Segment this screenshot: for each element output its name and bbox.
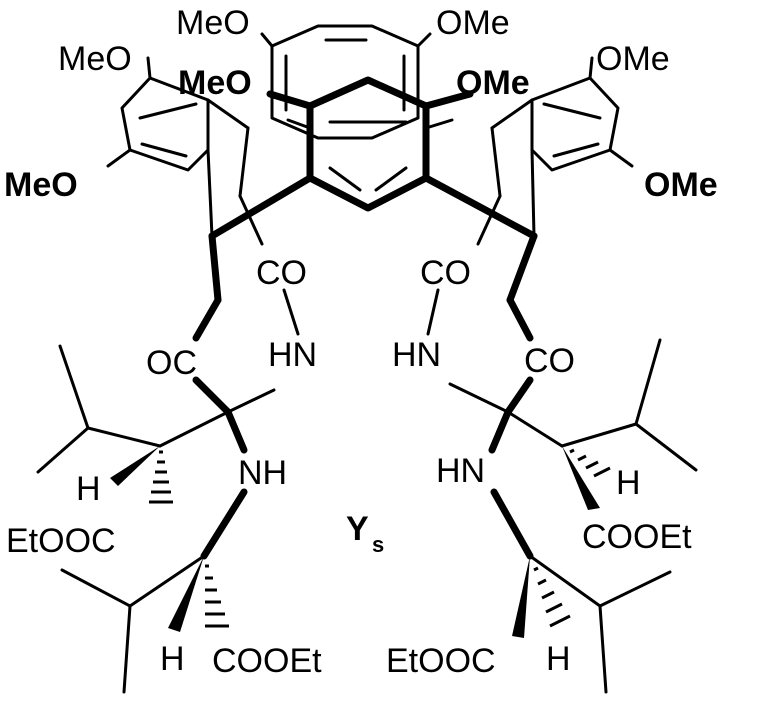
compound-label-sub: s xyxy=(372,532,384,557)
label-co-right-lower: CO xyxy=(524,342,575,380)
label-meo-bold-left: MeO xyxy=(178,64,252,102)
label-cooet-right: COOEt xyxy=(582,518,692,556)
label-etooc-left: EtOOC xyxy=(6,522,116,560)
bold-center-ring xyxy=(306,76,430,212)
label-co-right: CO xyxy=(420,254,471,292)
atom-labels: MeO OMe MeO MeO OMe OMe MeO OMe CO CO OC… xyxy=(4,4,718,680)
label-hn-right: HN xyxy=(392,336,441,374)
label-meo-left-bold: MeO xyxy=(4,166,78,204)
label-etooc-bottom: EtOOC xyxy=(386,642,496,680)
left-chain xyxy=(36,232,300,694)
label-ome-right-bold: OMe xyxy=(644,166,718,204)
right-hash-1 xyxy=(569,448,611,478)
label-ome-right-upper: OMe xyxy=(596,40,670,78)
label-h-right: H xyxy=(616,464,641,502)
label-co-left: CO xyxy=(256,254,307,292)
label-h-left: H xyxy=(76,470,101,508)
label-hn-left: HN xyxy=(268,336,317,374)
label-ome-bold-right: OMe xyxy=(456,64,530,102)
label-hn-right-lower: HN xyxy=(436,452,485,490)
core-bonds xyxy=(206,90,538,246)
label-h-bottom-right: H xyxy=(546,640,571,678)
right-chain xyxy=(426,232,698,694)
label-meo-top-left: MeO xyxy=(176,4,250,42)
label-meo-left-upper: MeO xyxy=(58,40,132,78)
top-back-ring xyxy=(260,24,432,140)
label-oc-left: OC xyxy=(146,344,197,382)
left-hash-1 xyxy=(149,450,173,504)
label-h-bottom-left: H xyxy=(160,640,185,678)
label-ome-top-right: OMe xyxy=(436,4,510,42)
compound-label-main: Y xyxy=(346,510,369,548)
label-nh-left: NH xyxy=(238,454,287,492)
right-hash-2 xyxy=(533,566,571,628)
left-hash-2 xyxy=(205,564,229,628)
label-cooet-bottom: COOEt xyxy=(212,642,322,680)
compound-label: Y s xyxy=(346,510,384,557)
